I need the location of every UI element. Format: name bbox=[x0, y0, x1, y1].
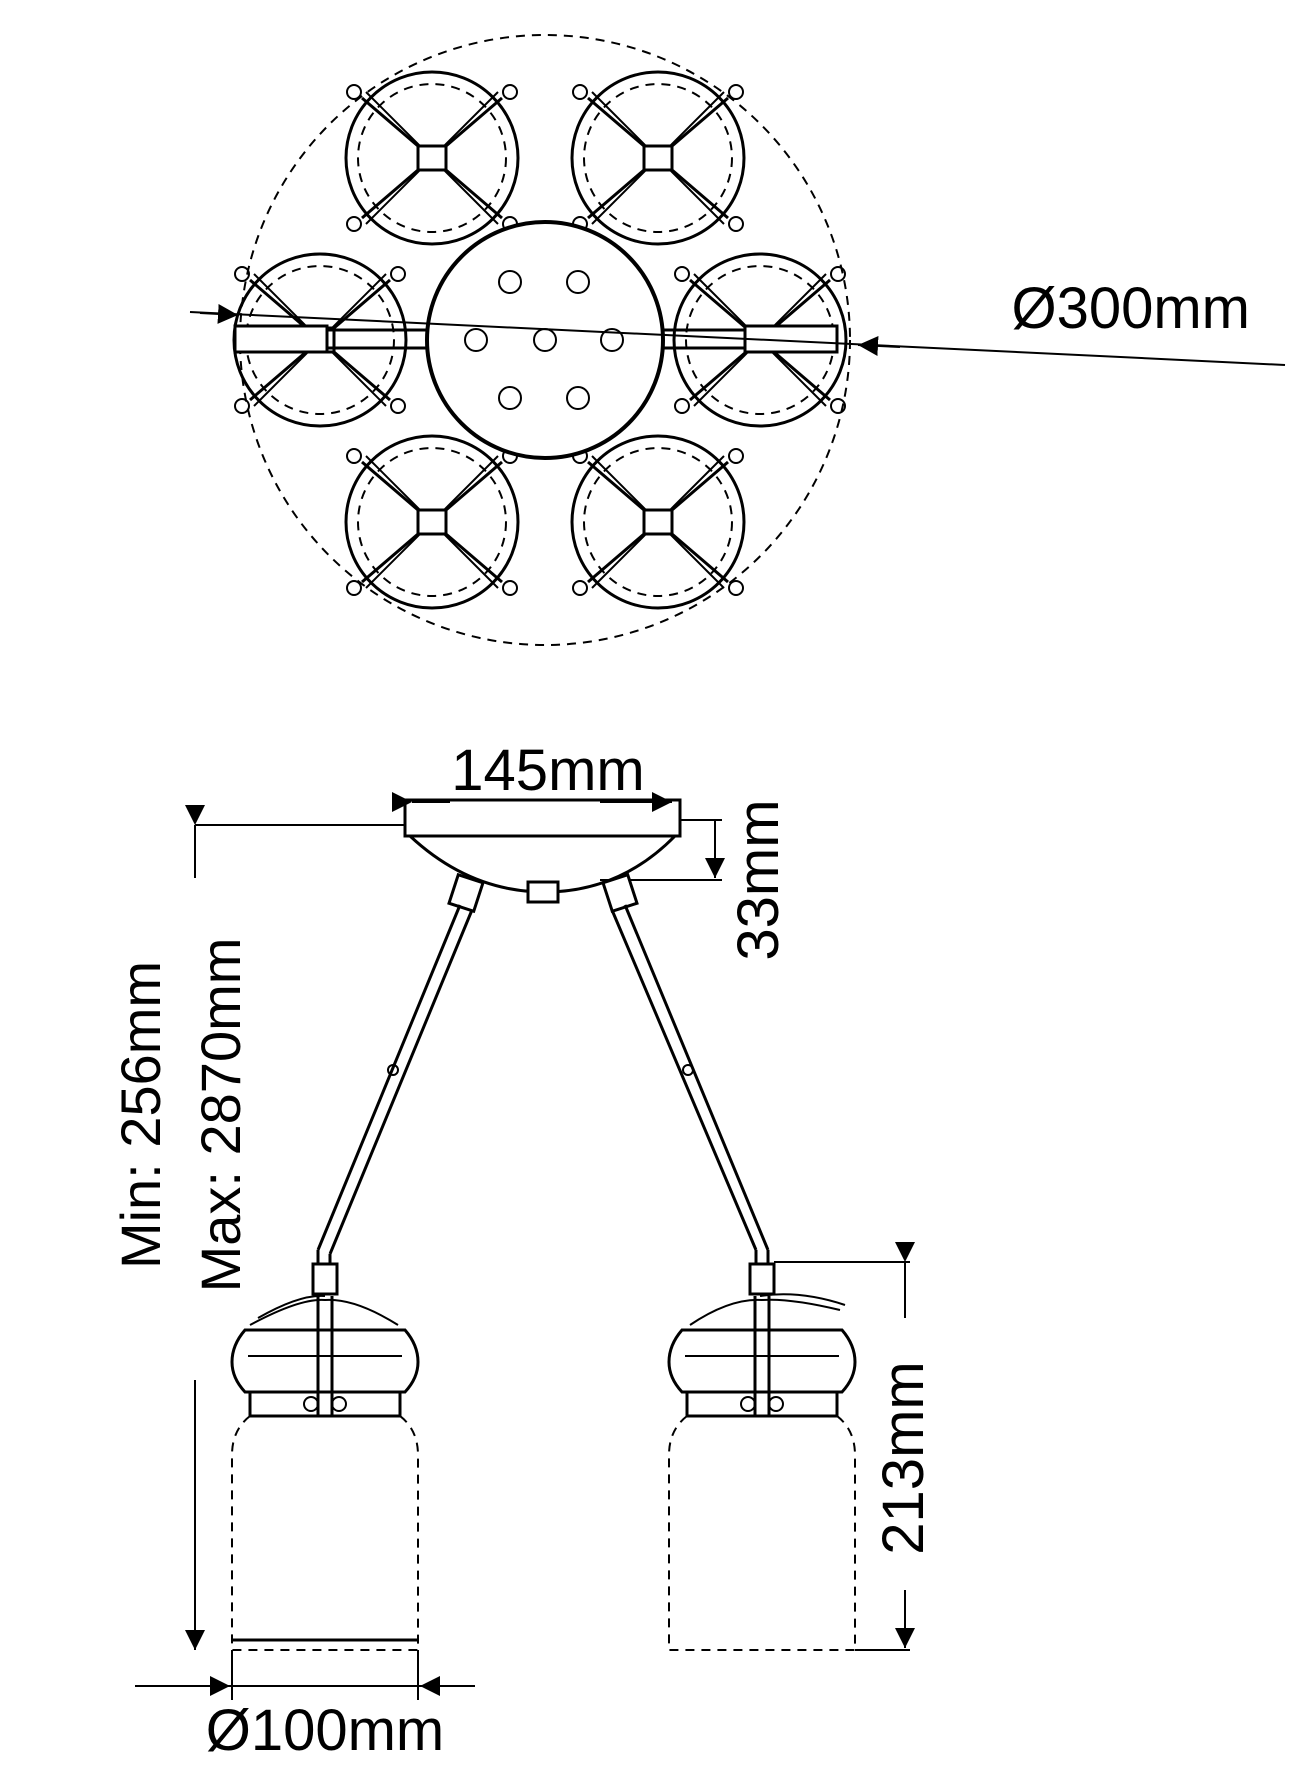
canopy-plate-side bbox=[403, 798, 682, 838]
shade-top-view bbox=[344, 434, 520, 610]
shade-top-view bbox=[344, 70, 520, 246]
canopy-height-label: 33mm bbox=[726, 799, 791, 960]
drop-min-label: Min: 256mm bbox=[109, 961, 172, 1269]
top-view: Ø300mm bbox=[189, 34, 1286, 646]
outer-diameter-circle bbox=[239, 34, 851, 646]
shade-top-view bbox=[570, 434, 746, 610]
canopy-width-label: 145mm bbox=[451, 738, 644, 803]
shade-top-view bbox=[570, 70, 746, 246]
suspension-arm-left bbox=[316, 872, 485, 1268]
suspension-arm-right bbox=[601, 872, 770, 1268]
shade-right bbox=[667, 1262, 857, 1651]
side-view: 145mm 33mm bbox=[109, 738, 936, 1763]
shade-left bbox=[230, 1262, 420, 1651]
drop-max-label: Max: 2870mm bbox=[189, 938, 252, 1293]
canopy-plate bbox=[425, 220, 665, 460]
shade-height-label: 213mm bbox=[871, 1361, 936, 1554]
shade-diameter-label: Ø100mm bbox=[206, 1698, 445, 1763]
overall-diameter-label: Ø300mm bbox=[1011, 276, 1250, 341]
